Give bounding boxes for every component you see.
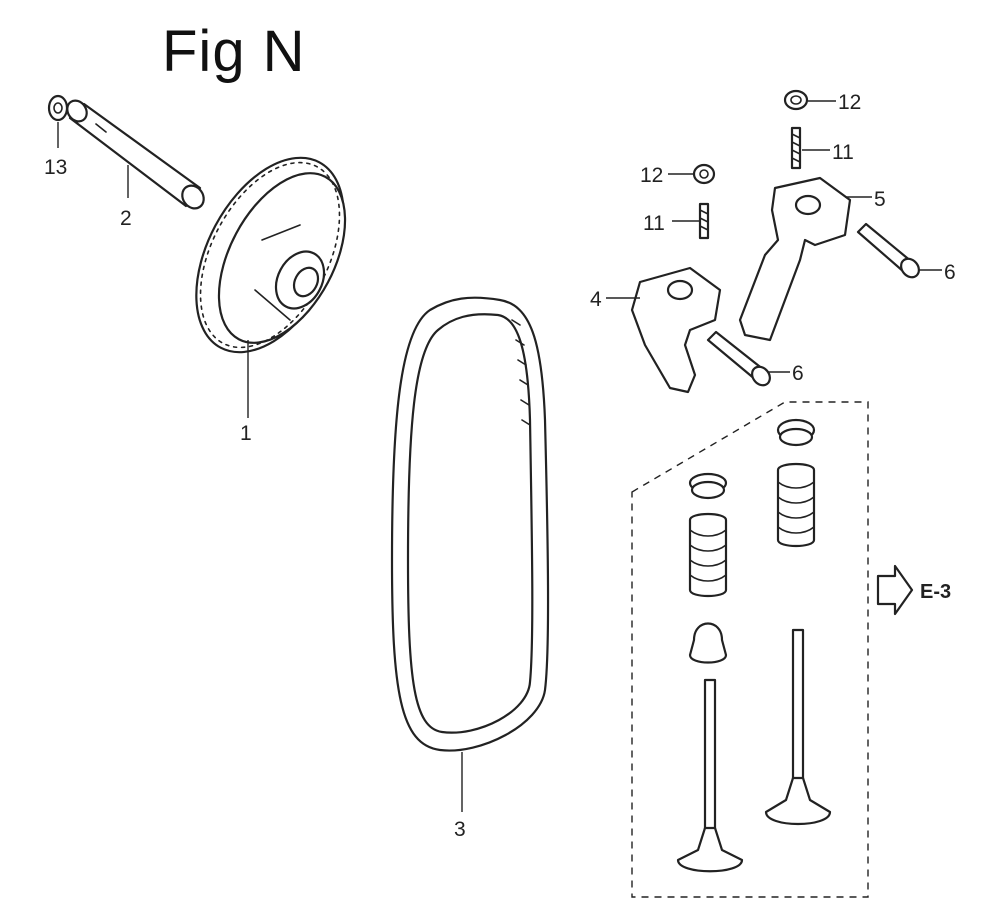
part-6-pin-lower (706, 330, 790, 387)
callout-3: 3 (454, 818, 466, 841)
part-11-stud-left (672, 202, 710, 240)
part-5-rocker-arm (738, 176, 872, 342)
part-1-cam-pulley (195, 156, 347, 418)
callout-2: 2 (120, 207, 132, 230)
part-2-shaft (66, 99, 205, 210)
part-13-washer (47, 94, 69, 148)
callout-11-left: 11 (643, 212, 665, 235)
callout-4: 4 (590, 288, 602, 311)
callout-12-left: 12 (640, 164, 663, 187)
valve-kit-box (631, 401, 869, 898)
part-11-stud-right (790, 126, 830, 170)
callout-11-right: 11 (832, 141, 854, 164)
reference-arrow-icon (876, 564, 914, 616)
reference-label: E-3 (920, 581, 951, 603)
callout-5: 5 (874, 188, 886, 211)
part-12-nut-right (783, 89, 836, 111)
callout-6-right: 6 (944, 261, 956, 284)
part-12-nut-left (668, 163, 716, 185)
valve-kit-left (676, 472, 744, 873)
figure-title: Fig N (162, 19, 306, 84)
callout-1: 1 (240, 422, 252, 445)
callout-6-lower: 6 (792, 362, 804, 385)
part-6-pin-right (856, 222, 942, 279)
part-4-rocker-arm (606, 266, 722, 394)
callout-12-right: 12 (838, 91, 861, 114)
part-3-timing-belt (390, 296, 550, 812)
callout-13: 13 (44, 156, 67, 179)
valve-kit-right (764, 418, 832, 826)
